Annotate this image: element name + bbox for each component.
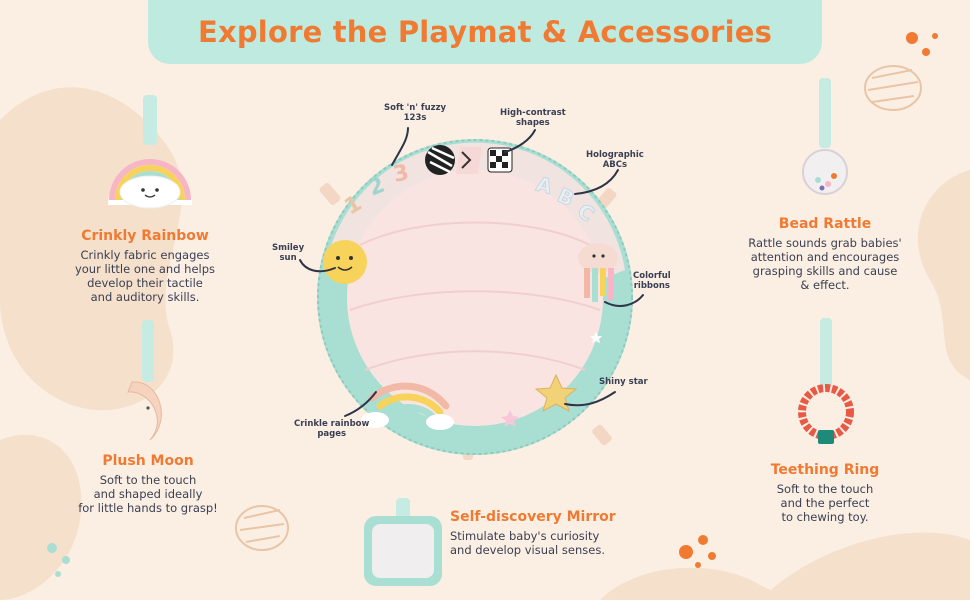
leaf-doodle-top-right: [864, 65, 922, 111]
leader-numbers: [391, 127, 409, 166]
bg-blob-bottom-right: [760, 532, 970, 600]
callout-abcs: Holographic ABCs: [586, 150, 644, 170]
crinkle-rainbow: [368, 382, 450, 422]
feature-bead-rattle-desc: Rattle sounds grab babies' attention and…: [748, 236, 902, 292]
playmat-pad: [347, 170, 603, 426]
feature-teething-ring: Teething Ring Soft to the touch and the …: [745, 462, 905, 524]
leader-star: [564, 391, 616, 407]
moon-toy-illustration: [127, 320, 162, 441]
header-banner: Explore the Playmat & Accessories: [148, 0, 822, 64]
feature-mirror-desc: Stimulate baby's curiosity and develop v…: [450, 529, 605, 557]
contrast-shapes: [425, 145, 513, 175]
bg-blob-bottom: [600, 567, 800, 600]
svg-text:A: A: [534, 172, 556, 199]
orange-dots-bottom: [679, 535, 716, 568]
leader-shapes: [504, 129, 536, 153]
bg-blob-bottom-left: [0, 434, 82, 600]
rainbow-toy-illustration: [108, 95, 192, 209]
shiny-star: [534, 373, 578, 413]
teething-ring-illustration: [798, 318, 854, 444]
ring-top-fabric: [325, 142, 625, 280]
colorful-ribbons: [578, 243, 618, 302]
feature-crinkly-rainbow-desc: Crinkly fabric engages your little one a…: [74, 248, 216, 304]
callout-star: Shiny star: [599, 377, 648, 387]
feature-teething-ring-desc: Soft to the touch and the perfect to che…: [776, 482, 874, 524]
feature-plush-moon: Plush Moon Soft to the touch and shaped …: [58, 453, 238, 515]
callout-pages: Crinkle rainbow pages: [294, 419, 370, 439]
feature-mirror: Self-discovery Mirror Stimulate baby's c…: [450, 509, 630, 557]
teal-dots-bottom-left: [47, 543, 70, 577]
pad-quilting: [349, 221, 601, 371]
callout-sun: Smiley sun: [272, 243, 305, 263]
orange-dots-top-right: [906, 32, 938, 56]
page-title: Explore the Playmat & Accessories: [197, 15, 773, 49]
leader-abcs: [574, 169, 619, 195]
bg-blob-right: [917, 170, 970, 380]
leader-pages: [344, 391, 377, 417]
feature-crinkly-rainbow: Crinkly Rainbow Crinkly fabric engages y…: [60, 228, 230, 304]
callout-shapes: High-contrast shapes: [500, 108, 566, 128]
callout-ribbons: Colorful ribbons: [633, 271, 671, 291]
leader-ribbons: [604, 294, 644, 307]
svg-text:3: 3: [391, 160, 411, 188]
callout-numbers: Soft 'n' fuzzy 123s: [384, 103, 447, 123]
feature-bead-rattle: Bead Rattle Rattle sounds grab babies' a…: [732, 216, 918, 292]
mirror-illustration: [364, 498, 442, 586]
bead-rattle-illustration: [802, 78, 848, 195]
feature-plush-moon-desc: Soft to the touch and shaped ideally for…: [78, 473, 218, 515]
smiley-sun: [323, 240, 367, 284]
leaf-doodle-bottom-left: [235, 505, 289, 551]
leader-sun: [299, 259, 336, 273]
